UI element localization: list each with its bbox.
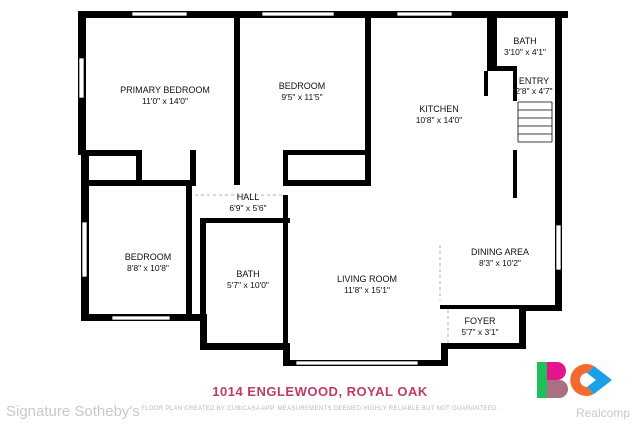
room-dims-bath-top: 3'10" x 4'1" <box>504 47 546 57</box>
room-dims-bedroom-left: 8'8" x 10'8" <box>127 263 169 273</box>
room-name-bedroom-top: BEDROOM <box>279 81 326 91</box>
watermark-realcomp: Realcomp <box>575 406 630 420</box>
room-name-foyer: FOYER <box>464 316 496 326</box>
room-dims-hall: 6'9" x 5'6" <box>229 203 266 213</box>
room-dims-entry: 2'8" x 4'7" <box>515 86 552 96</box>
room-name-bedroom-left: BEDROOM <box>125 252 172 262</box>
room-name-living-room: LIVING ROOM <box>337 274 397 284</box>
room-name-hall: HALL <box>237 192 260 202</box>
room-dims-dining-area: 8'3" x 10'2" <box>479 258 521 268</box>
room-name-bath-top: BATH <box>513 36 536 46</box>
room-name-dining-area: DINING AREA <box>471 247 529 257</box>
room-name-entry: ENTRY <box>519 76 549 86</box>
room-name-primary-bedroom: PRIMARY BEDROOM <box>120 85 210 95</box>
room-labels: PRIMARY BEDROOM 11'0" x 14'0" BEDROOM 9'… <box>120 36 552 337</box>
room-dims-bath-mid: 5'7" x 10'0" <box>227 280 269 290</box>
plan-disclaimer: FLOOR PLAN CREATED BY CUBICASA APP. MEAS… <box>141 406 499 412</box>
property-address: 1014 ENGLEWOOD, ROYAL OAK <box>212 384 428 399</box>
room-name-kitchen: KITCHEN <box>419 104 459 114</box>
room-dims-living-room: 11'8" x 15'1" <box>344 285 390 295</box>
room-dims-bedroom-top: 9'5" x 11'5" <box>281 92 322 102</box>
room-dims-foyer: 5'7" x 3'1" <box>461 327 498 337</box>
dashed-openings <box>195 194 449 345</box>
walls <box>78 11 568 366</box>
stairs <box>517 101 553 143</box>
room-dims-kitchen: 10'8" x 14'0" <box>416 115 463 125</box>
room-name-bath-mid: BATH <box>236 269 259 279</box>
room-dims-primary-bedroom: 11'0" x 14'0" <box>142 96 188 106</box>
watermark-signature-sothebys: Signature Sotheby's <box>6 403 140 420</box>
windows <box>78 11 562 366</box>
bc-logo-icon <box>537 362 612 398</box>
